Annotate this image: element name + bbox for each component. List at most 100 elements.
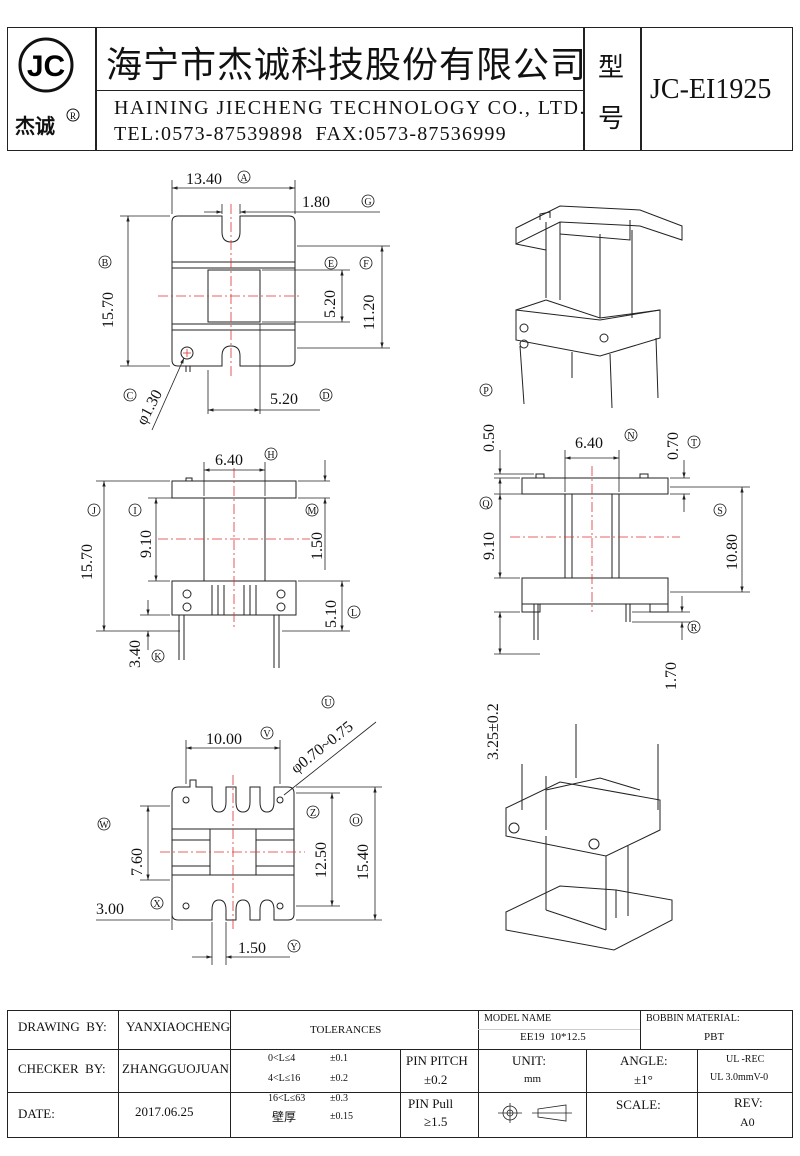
svg-text:6.40: 6.40: [575, 435, 603, 452]
logo-chinese: 杰诚: [15, 114, 55, 138]
header: [7, 27, 793, 151]
tag-C: C: [123, 388, 137, 402]
svg-text:9.10: 9.10: [138, 530, 155, 558]
checker-by-label: CHECKER BY:: [18, 1061, 106, 1076]
svg-text:Z: Z: [310, 808, 316, 819]
svg-text:3.25±0.2: 3.25±0.2: [485, 703, 502, 760]
tag-Q: Q: [479, 496, 493, 510]
tag-A: A: [237, 170, 251, 184]
tag-K: K: [151, 649, 165, 663]
svg-text:0.50: 0.50: [481, 424, 498, 452]
tag-L: L: [347, 605, 361, 619]
pin-pitch: ±0.2: [424, 1072, 448, 1087]
company-logo: JC R 杰诚: [13, 32, 89, 144]
svg-text:12.50: 12.50: [313, 842, 330, 878]
pin-pitch-label: PIN PITCH: [406, 1053, 468, 1068]
unit-label: UNIT:: [512, 1053, 547, 1068]
svg-text:1.50: 1.50: [238, 940, 266, 957]
svg-text:K: K: [154, 652, 162, 663]
angle-label: ANGLE:: [620, 1053, 668, 1068]
tag-U: U: [321, 695, 335, 709]
svg-text:S: S: [717, 506, 723, 517]
svg-text:E: E: [328, 259, 334, 270]
tag-E: E: [324, 256, 338, 270]
svg-text:C: C: [127, 391, 134, 402]
svg-text:5.10: 5.10: [323, 600, 340, 628]
tag-Y: Y: [287, 939, 301, 953]
angle: ±1°: [634, 1072, 653, 1087]
svg-text:13.40: 13.40: [186, 171, 222, 188]
tag-B: B: [98, 255, 112, 269]
tag-P: P: [479, 383, 493, 397]
model-number: JC-EI1925: [650, 74, 772, 105]
svg-text:A: A: [240, 173, 248, 184]
company-contact: TEL:0573-87539898 FAX:0573-87536999: [114, 123, 507, 145]
bobbin-material: PBT: [704, 1031, 725, 1043]
unit: mm: [524, 1073, 542, 1085]
tag-J: J: [87, 503, 101, 517]
svg-text:H: H: [267, 450, 274, 461]
date: 2017.06.25: [135, 1104, 194, 1119]
svg-text:15.70: 15.70: [100, 292, 117, 328]
isometric-view-bottom: [505, 724, 673, 951]
svg-text:T: T: [691, 438, 697, 449]
model-name: EE19 10*12.5: [520, 1031, 586, 1043]
svg-text:F: F: [363, 259, 369, 270]
model-name-label: MODEL NAME: [484, 1013, 552, 1024]
svg-text:N: N: [627, 431, 634, 442]
svg-text:5.20: 5.20: [322, 290, 339, 318]
svg-text:L: L: [351, 608, 357, 619]
svg-text:U: U: [324, 698, 332, 709]
tag-W: W: [97, 817, 111, 831]
technical-drawing: 13.40 1.80 15.70 5.20 11.20 φ1.30 5.20 6…: [79, 170, 750, 965]
svg-text:J: J: [92, 506, 96, 517]
rev-label: REV:: [734, 1095, 763, 1110]
svg-text:9.10: 9.10: [481, 532, 498, 560]
top-view: [171, 215, 296, 372]
svg-text:0.70: 0.70: [665, 432, 682, 460]
tag-O: O: [349, 813, 363, 827]
date-label: DATE:: [18, 1106, 55, 1121]
svg-text:D: D: [322, 391, 329, 402]
tag-Z: Z: [306, 805, 320, 819]
svg-text:10.80: 10.80: [724, 534, 741, 570]
logo-letters: JC: [27, 50, 65, 83]
svg-text:φ1.30: φ1.30: [134, 387, 166, 428]
svg-text:R: R: [691, 623, 698, 634]
svg-text:15.40: 15.40: [355, 844, 372, 880]
svg-text:3.00: 3.00: [96, 901, 124, 918]
drawing-by: YANXIAOCHENG: [126, 1019, 230, 1034]
bobbin-material-label: BOBBIN MATERIAL:: [646, 1013, 740, 1024]
tag-S: S: [713, 503, 727, 517]
svg-text:B: B: [102, 258, 109, 269]
svg-text:1.70: 1.70: [663, 662, 680, 690]
rev: A0: [740, 1115, 755, 1129]
tag-N: N: [624, 428, 638, 442]
svg-text:V: V: [263, 729, 271, 740]
tag-T: T: [687, 435, 701, 449]
svg-text:5.20: 5.20: [270, 391, 298, 408]
tag-I: I: [128, 503, 142, 517]
side-view: [521, 473, 669, 640]
svg-text:6.40: 6.40: [215, 452, 243, 469]
tolerances-label: TOLERANCES: [310, 1024, 382, 1036]
svg-text:Q: Q: [482, 499, 490, 510]
tag-G: G: [361, 194, 375, 208]
svg-text:3.40: 3.40: [127, 640, 144, 668]
tag-F: F: [359, 256, 373, 270]
drawing-by-label: DRAWING BY:: [18, 1019, 107, 1034]
model-label-1: 型: [598, 53, 625, 83]
svg-text:1.80: 1.80: [302, 194, 330, 211]
svg-text:M: M: [308, 506, 317, 517]
ul-rating-2: UL 3.0mmV-0: [710, 1072, 769, 1083]
front-view: [171, 477, 297, 668]
projection-symbol: [490, 1100, 578, 1126]
tag-D: D: [319, 388, 333, 402]
checker-by: ZHANGGUOJUAN: [122, 1061, 229, 1076]
tag-H: H: [264, 447, 278, 461]
svg-text:1.50: 1.50: [309, 532, 326, 560]
svg-text:X: X: [153, 899, 161, 910]
svg-text:7.60: 7.60: [129, 848, 146, 876]
svg-text:15.70: 15.70: [79, 544, 96, 580]
company-name-en: HAINING JIECHENG TECHNOLOGY CO., LTD.: [114, 97, 586, 119]
